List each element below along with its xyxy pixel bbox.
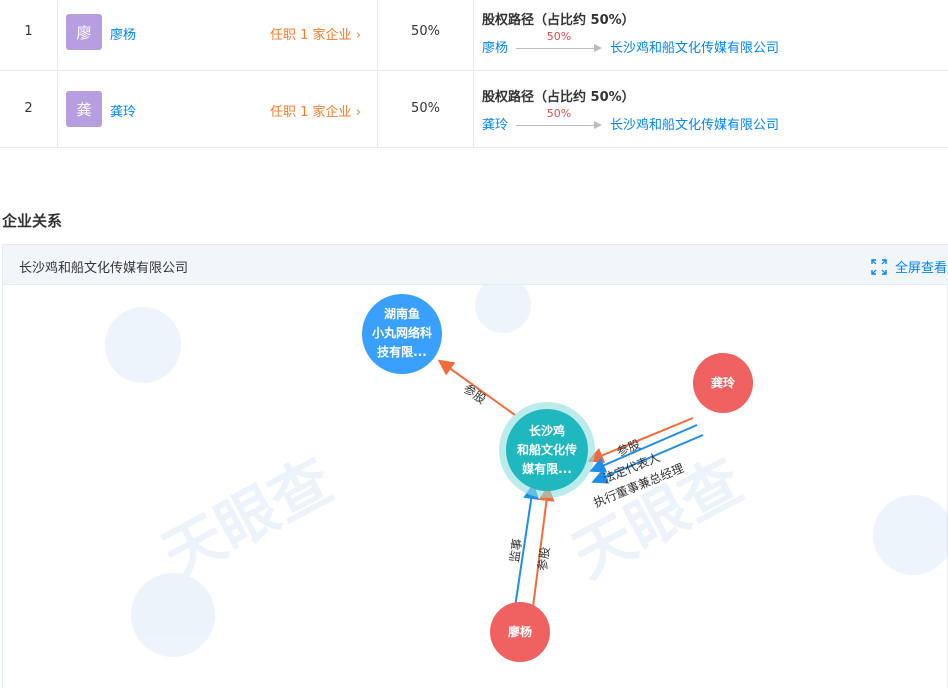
edge-label: 监事 bbox=[507, 538, 524, 564]
column-divider bbox=[377, 0, 378, 148]
path-from-link[interactable]: 龚玲 bbox=[482, 118, 509, 133]
node-label: 和船文化传 bbox=[516, 442, 577, 457]
row-index: 1 bbox=[24, 24, 33, 39]
node-label: 媒有限... bbox=[522, 461, 572, 476]
section-title: 企业关系 bbox=[2, 212, 63, 230]
avatar: 廖 bbox=[66, 14, 102, 50]
node-label: 长沙鸡 bbox=[529, 423, 565, 438]
relation-graph-panel: 长沙鸡和船文化传媒有限公司 全屏查看 天眼查 天眼查 参股 bbox=[2, 244, 948, 688]
graph-header: 长沙鸡和船文化传媒有限公司 全屏查看 bbox=[3, 245, 948, 285]
avatar: 龚 bbox=[66, 91, 102, 127]
path-ratio: 50% bbox=[546, 106, 572, 120]
share-percent: 50% bbox=[411, 24, 440, 39]
node-label: 小丸网络科 bbox=[372, 325, 432, 340]
fullscreen-button[interactable]: 全屏查看 bbox=[871, 257, 947, 276]
path-to-link[interactable]: 长沙鸡和船文化传媒有限公司 bbox=[610, 41, 780, 56]
edge-share bbox=[437, 359, 516, 416]
arrow-right-icon bbox=[594, 120, 603, 129]
edge-share bbox=[587, 417, 694, 463]
path-arrow: 50% bbox=[516, 30, 603, 56]
node-label: 湖南鱼 bbox=[384, 306, 420, 321]
path-from-link[interactable]: 廖杨 bbox=[482, 41, 509, 56]
jobs-label: 任职 1 家企业 bbox=[270, 105, 352, 120]
node-person-gongling[interactable]: 龚玲 bbox=[693, 353, 753, 413]
table-row bbox=[0, 71, 948, 148]
node-label: 龚玲 bbox=[711, 375, 736, 390]
chevron-right-icon: › bbox=[355, 105, 361, 120]
edge-supervisor bbox=[514, 483, 540, 608]
path-title: 股权路径（占比约 50%） bbox=[482, 90, 635, 105]
jobs-link[interactable]: 任职 1 家企业 › bbox=[270, 24, 361, 43]
chevron-right-icon: › bbox=[355, 28, 361, 43]
arrow-right-icon bbox=[594, 43, 603, 52]
relation-graph[interactable]: 天眼查 天眼查 参股 参股 法定代表人 执行董事兼总经理 监事 参股 湖南鱼 小… bbox=[3, 285, 948, 689]
node-person-liaoyang[interactable]: 廖杨 bbox=[490, 602, 550, 662]
edge-legal-rep bbox=[589, 424, 698, 473]
path-ratio: 50% bbox=[546, 29, 572, 43]
node-center-company[interactable]: 长沙鸡 和船文化传 媒有限... bbox=[499, 402, 595, 498]
path-title: 股权路径（占比约 50%） bbox=[482, 13, 635, 28]
edge-label: 参股 bbox=[461, 381, 489, 407]
edge-share bbox=[532, 485, 555, 608]
jobs-link[interactable]: 任职 1 家企业 › bbox=[270, 101, 361, 120]
watermark-text: 天眼查 bbox=[152, 446, 344, 592]
node-subsidiary-company[interactable]: 湖南鱼 小丸网络科 技有限... bbox=[362, 294, 442, 374]
share-percent: 50% bbox=[411, 101, 440, 116]
path-arrow: 50% bbox=[516, 107, 603, 133]
edge-label: 参股 bbox=[534, 546, 552, 572]
expand-icon bbox=[871, 258, 887, 275]
edge-executive bbox=[591, 434, 704, 484]
column-divider bbox=[473, 0, 474, 148]
fullscreen-label: 全屏查看 bbox=[894, 261, 947, 276]
table-row bbox=[0, 0, 948, 71]
graph-company-name: 长沙鸡和船文化传媒有限公司 bbox=[19, 261, 189, 276]
node-label: 廖杨 bbox=[508, 624, 532, 639]
shareholder-name-link[interactable]: 龚玲 bbox=[110, 105, 137, 120]
jobs-label: 任职 1 家企业 bbox=[270, 28, 352, 43]
path-to-link[interactable]: 长沙鸡和船文化传媒有限公司 bbox=[610, 118, 780, 133]
equity-path: 龚玲 50% 长沙鸡和船文化传媒有限公司 bbox=[482, 107, 780, 134]
equity-path: 廖杨 50% 长沙鸡和船文化传媒有限公司 bbox=[482, 30, 780, 57]
row-index: 2 bbox=[24, 101, 33, 116]
column-divider bbox=[57, 0, 58, 148]
node-label: 技有限... bbox=[377, 344, 427, 359]
shareholder-name-link[interactable]: 廖杨 bbox=[110, 28, 137, 43]
